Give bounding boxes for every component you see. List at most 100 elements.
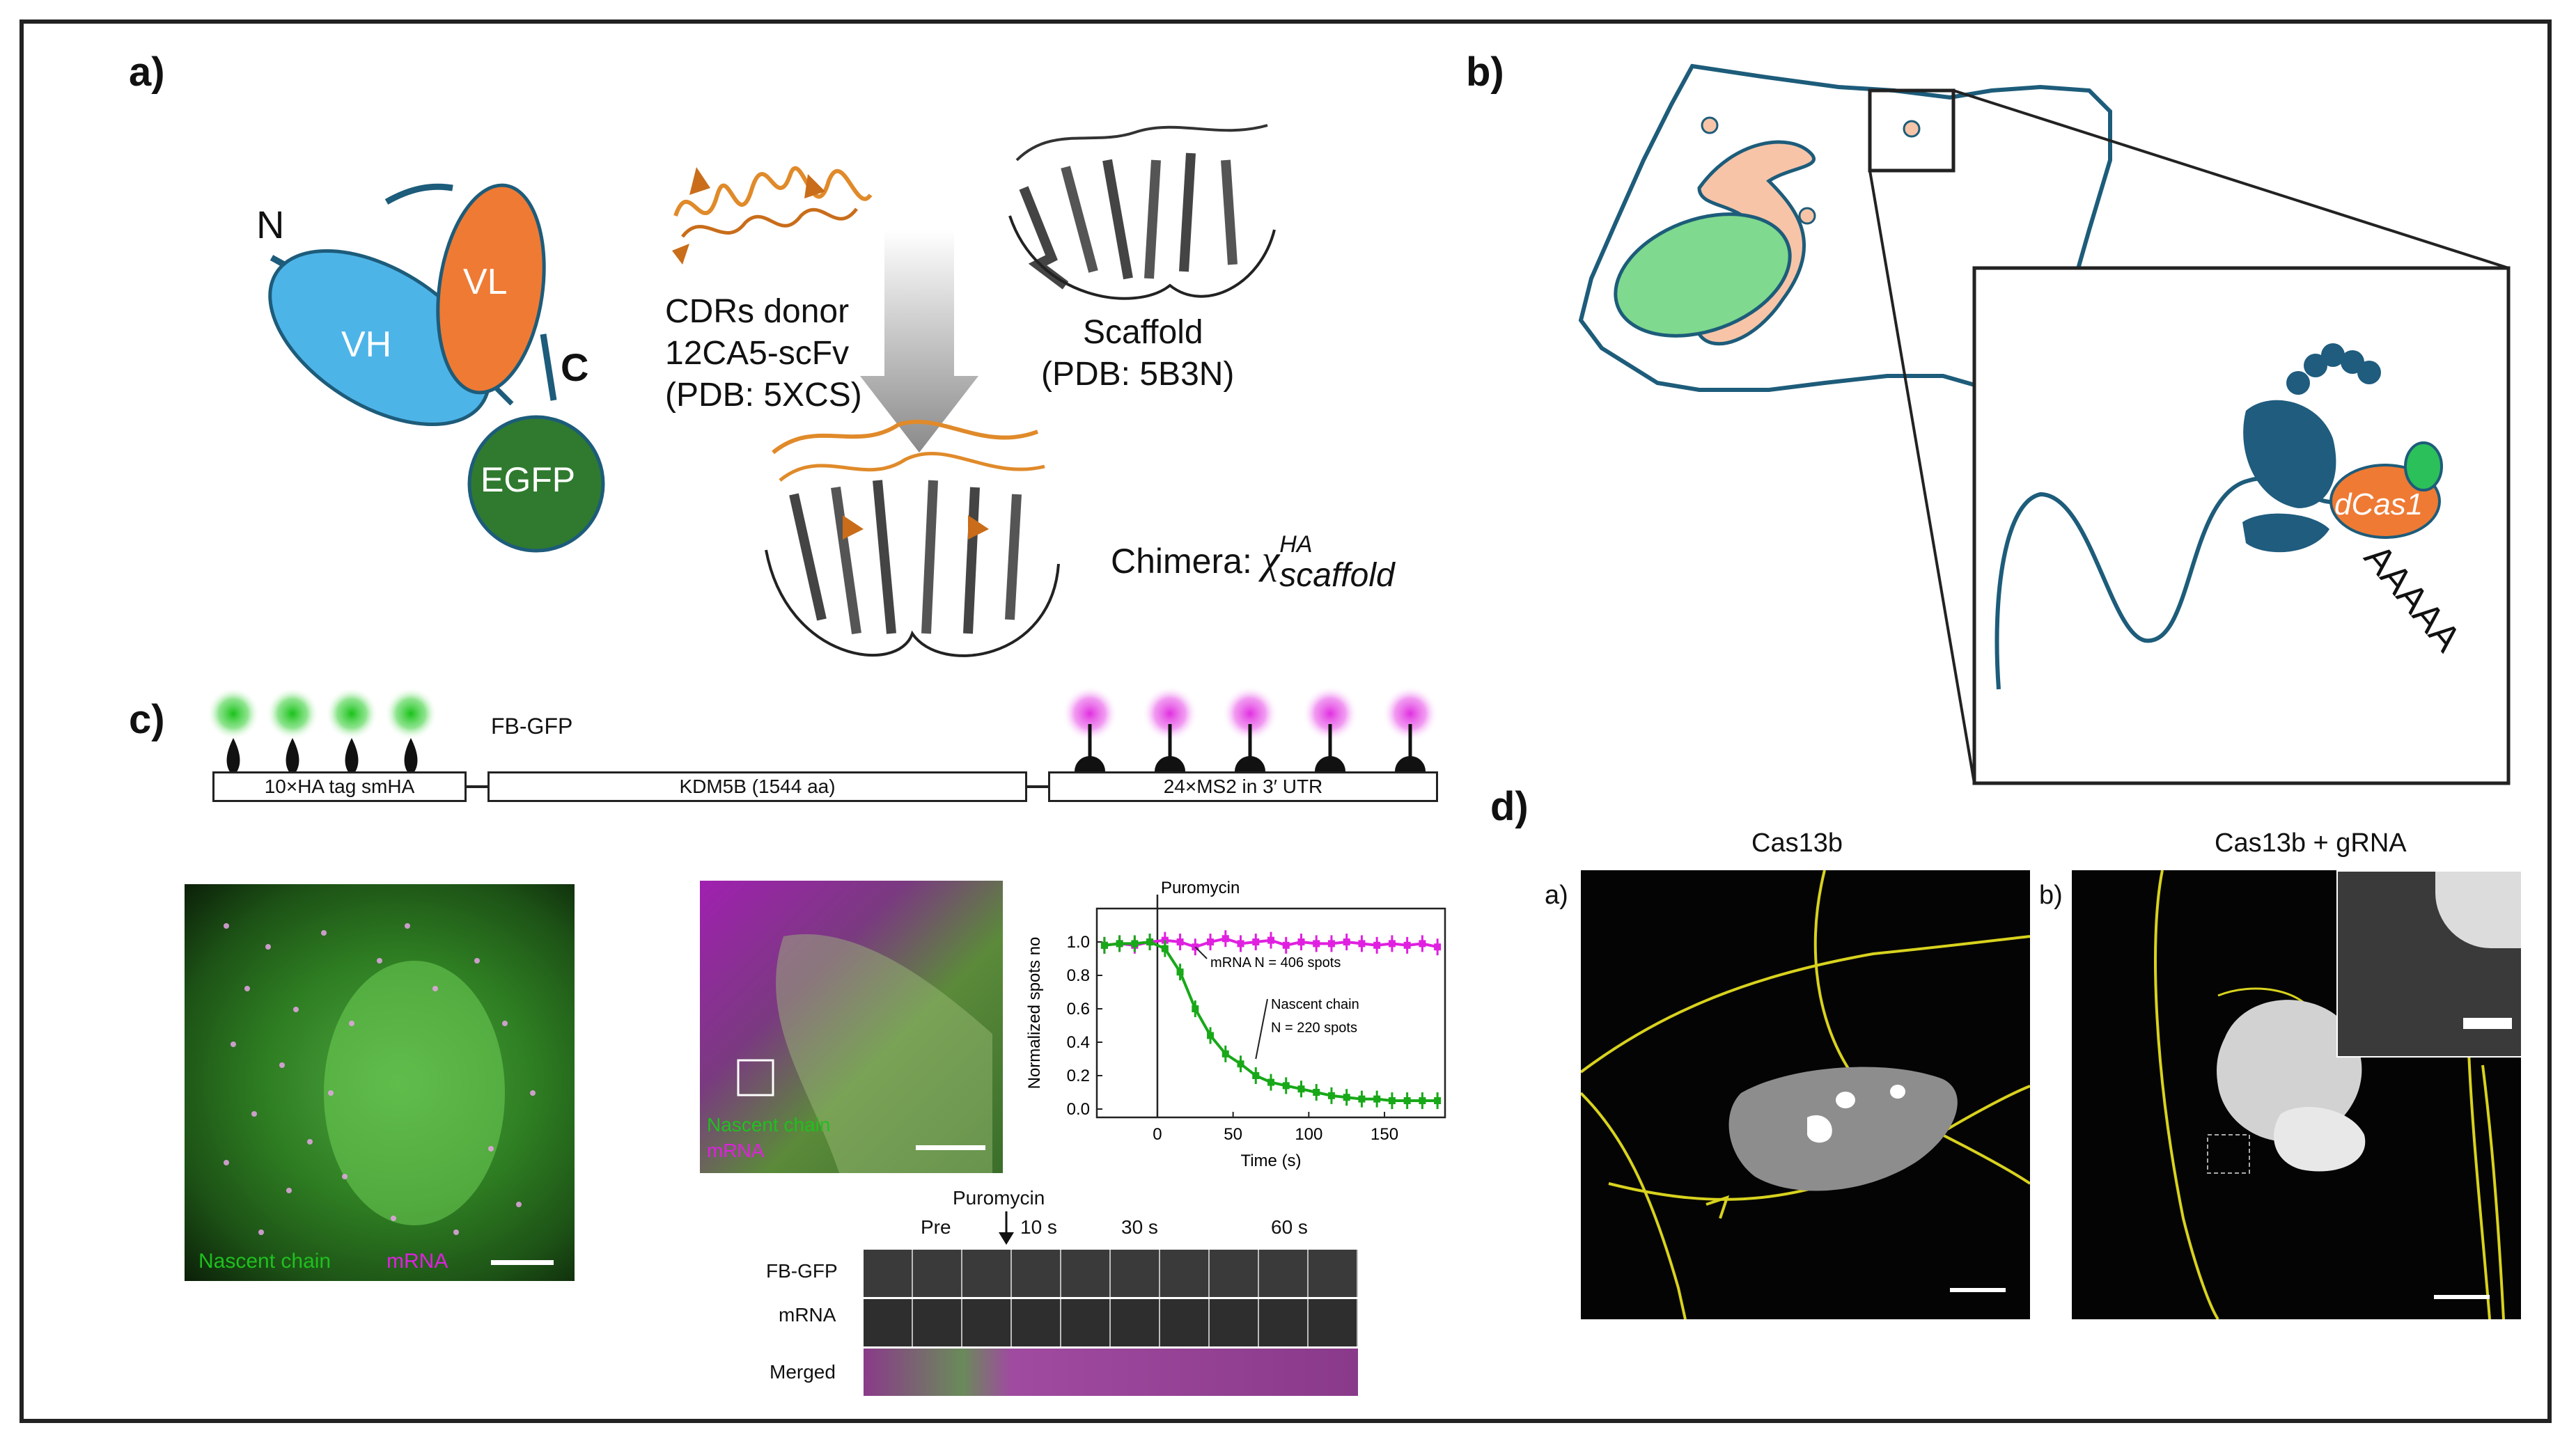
subpanel-b-label: b) (2039, 881, 2063, 910)
img1-nascent-label: Nascent chain (198, 1250, 331, 1273)
chimera-structure-image (765, 419, 1060, 657)
plot-area-frame (1095, 907, 1446, 1119)
scale-bar (916, 1145, 985, 1150)
data-point (1327, 940, 1335, 948)
cas13b-grna-title: Cas13b + gRNA (2215, 828, 2407, 858)
y-tick-label: 0.0 (1067, 1100, 1090, 1119)
vh-vl-linker (384, 183, 453, 205)
data-point (1192, 1005, 1199, 1012)
puromycin-annotation: Puromycin (1161, 879, 1240, 897)
gfp-tag (2404, 441, 2443, 492)
data-point (1358, 1095, 1366, 1103)
data-point (1434, 943, 1442, 951)
y-tick-label: 0.4 (1067, 1033, 1090, 1052)
nascent-chain-bead (2286, 371, 2310, 395)
cell-schematic (1578, 63, 2511, 785)
time-label-30s: 30 s (1121, 1216, 1158, 1238)
dcas-label: dCas1 (2334, 487, 2423, 521)
zoom-region-box (1868, 88, 1956, 173)
annotation-arrow (1194, 946, 1208, 959)
row-label-merged: Merged (770, 1361, 836, 1383)
micrograph-nascent-mrna: Nascent chain mRNA (185, 884, 575, 1281)
grafting-arrow-icon (860, 230, 978, 453)
mrna-series-label: mRNA N = 406 spots (1210, 955, 1341, 970)
ha-tag-icon (345, 738, 359, 776)
ha-tag-icon (404, 738, 418, 776)
data-point (1146, 938, 1154, 945)
scale-bar (2463, 1018, 2512, 1029)
data-point (1161, 945, 1169, 952)
rna-granule-dot (1701, 116, 1719, 134)
data-point (1237, 1060, 1244, 1068)
x-tick-label: 100 (1295, 1125, 1322, 1144)
down-arrow-icon (999, 1211, 1014, 1245)
data-point (1403, 1097, 1411, 1104)
img2-nascent-label: Nascent chain (707, 1114, 831, 1135)
data-point (1297, 938, 1305, 945)
data-point (1313, 940, 1320, 948)
time-label-60s: 60 s (1271, 1216, 1308, 1238)
timelapse-row-merged (864, 1349, 1358, 1396)
data-point (1343, 1094, 1350, 1101)
data-point (1252, 1072, 1260, 1079)
data-point (1373, 941, 1381, 949)
data-point (1297, 1085, 1305, 1093)
ribosome-small-subunit (2242, 513, 2329, 553)
data-point (1327, 1092, 1335, 1099)
scaffold-line1: Scaffold (1083, 314, 1203, 351)
nascent-chain-bead (2357, 361, 2381, 384)
x-axis-label: Time (s) (1240, 1152, 1301, 1170)
cdrs-donor-line1: CDRs donor (665, 293, 850, 330)
data-point (1176, 938, 1184, 945)
data-point (1207, 1032, 1215, 1039)
scale-bar (2434, 1295, 2490, 1299)
scale-bar (491, 1260, 554, 1265)
ribosome-large-subunit (2243, 400, 2336, 508)
data-point (1434, 1097, 1442, 1104)
vh-label: VH (341, 324, 392, 365)
data-point (1192, 943, 1199, 951)
x-tick-label: 150 (1371, 1125, 1398, 1144)
annotation-arrow (1255, 998, 1268, 1060)
data-point (1207, 938, 1215, 945)
nascent-chain-bead (2321, 343, 2345, 367)
data-point (1419, 940, 1426, 948)
vl-domain (436, 183, 546, 395)
row-label-mrna: mRNA (779, 1304, 836, 1326)
data-point (1373, 1095, 1381, 1103)
rna-granule-dot (1798, 207, 1816, 225)
data-point (1282, 1082, 1290, 1090)
micrograph-puromycin-cell: Nascent chain mRNA (700, 881, 1003, 1173)
data-point (1131, 940, 1139, 948)
n-terminus-label: N (256, 203, 285, 246)
scfv-egfp-diagram (268, 183, 605, 553)
micrograph-cas13b (1581, 870, 2030, 1319)
data-point (1267, 1078, 1274, 1086)
data-point (1221, 935, 1229, 943)
nucleus (1614, 212, 1792, 338)
cas13b-title: Cas13b (1751, 828, 1843, 858)
rna-granule-dot (1903, 120, 1921, 138)
time-label-pre: Pre (921, 1216, 951, 1238)
zoom-inset-box (1972, 266, 2511, 785)
cdrs-donor-line3: (PDB: 5XCS) (665, 377, 862, 414)
vl-label: VL (463, 262, 508, 302)
data-point (1267, 936, 1274, 944)
c-terminus-label: C (561, 345, 589, 389)
data-point (1313, 1089, 1320, 1096)
subpanel-a-label: a) (1545, 881, 1568, 910)
data-point (1252, 938, 1260, 945)
row-label-fbgfp: FB-GFP (766, 1260, 838, 1282)
c-terminus-linker (540, 333, 557, 401)
x-tick-label: 0 (1153, 1125, 1162, 1144)
scaffold-line2: (PDB: 5B3N) (1041, 356, 1235, 393)
data-point (1282, 941, 1290, 949)
data-point (1403, 941, 1411, 949)
zoom-inset (2336, 870, 2521, 1058)
data-point (1343, 938, 1350, 945)
ha-tag-icon (226, 738, 240, 776)
y-tick-label: 0.2 (1067, 1067, 1090, 1085)
cdrs-structure-image (672, 166, 873, 265)
panel-b-label: b) (1466, 49, 1504, 95)
nascent-series-label-line2: N = 220 spots (1271, 1021, 1357, 1036)
